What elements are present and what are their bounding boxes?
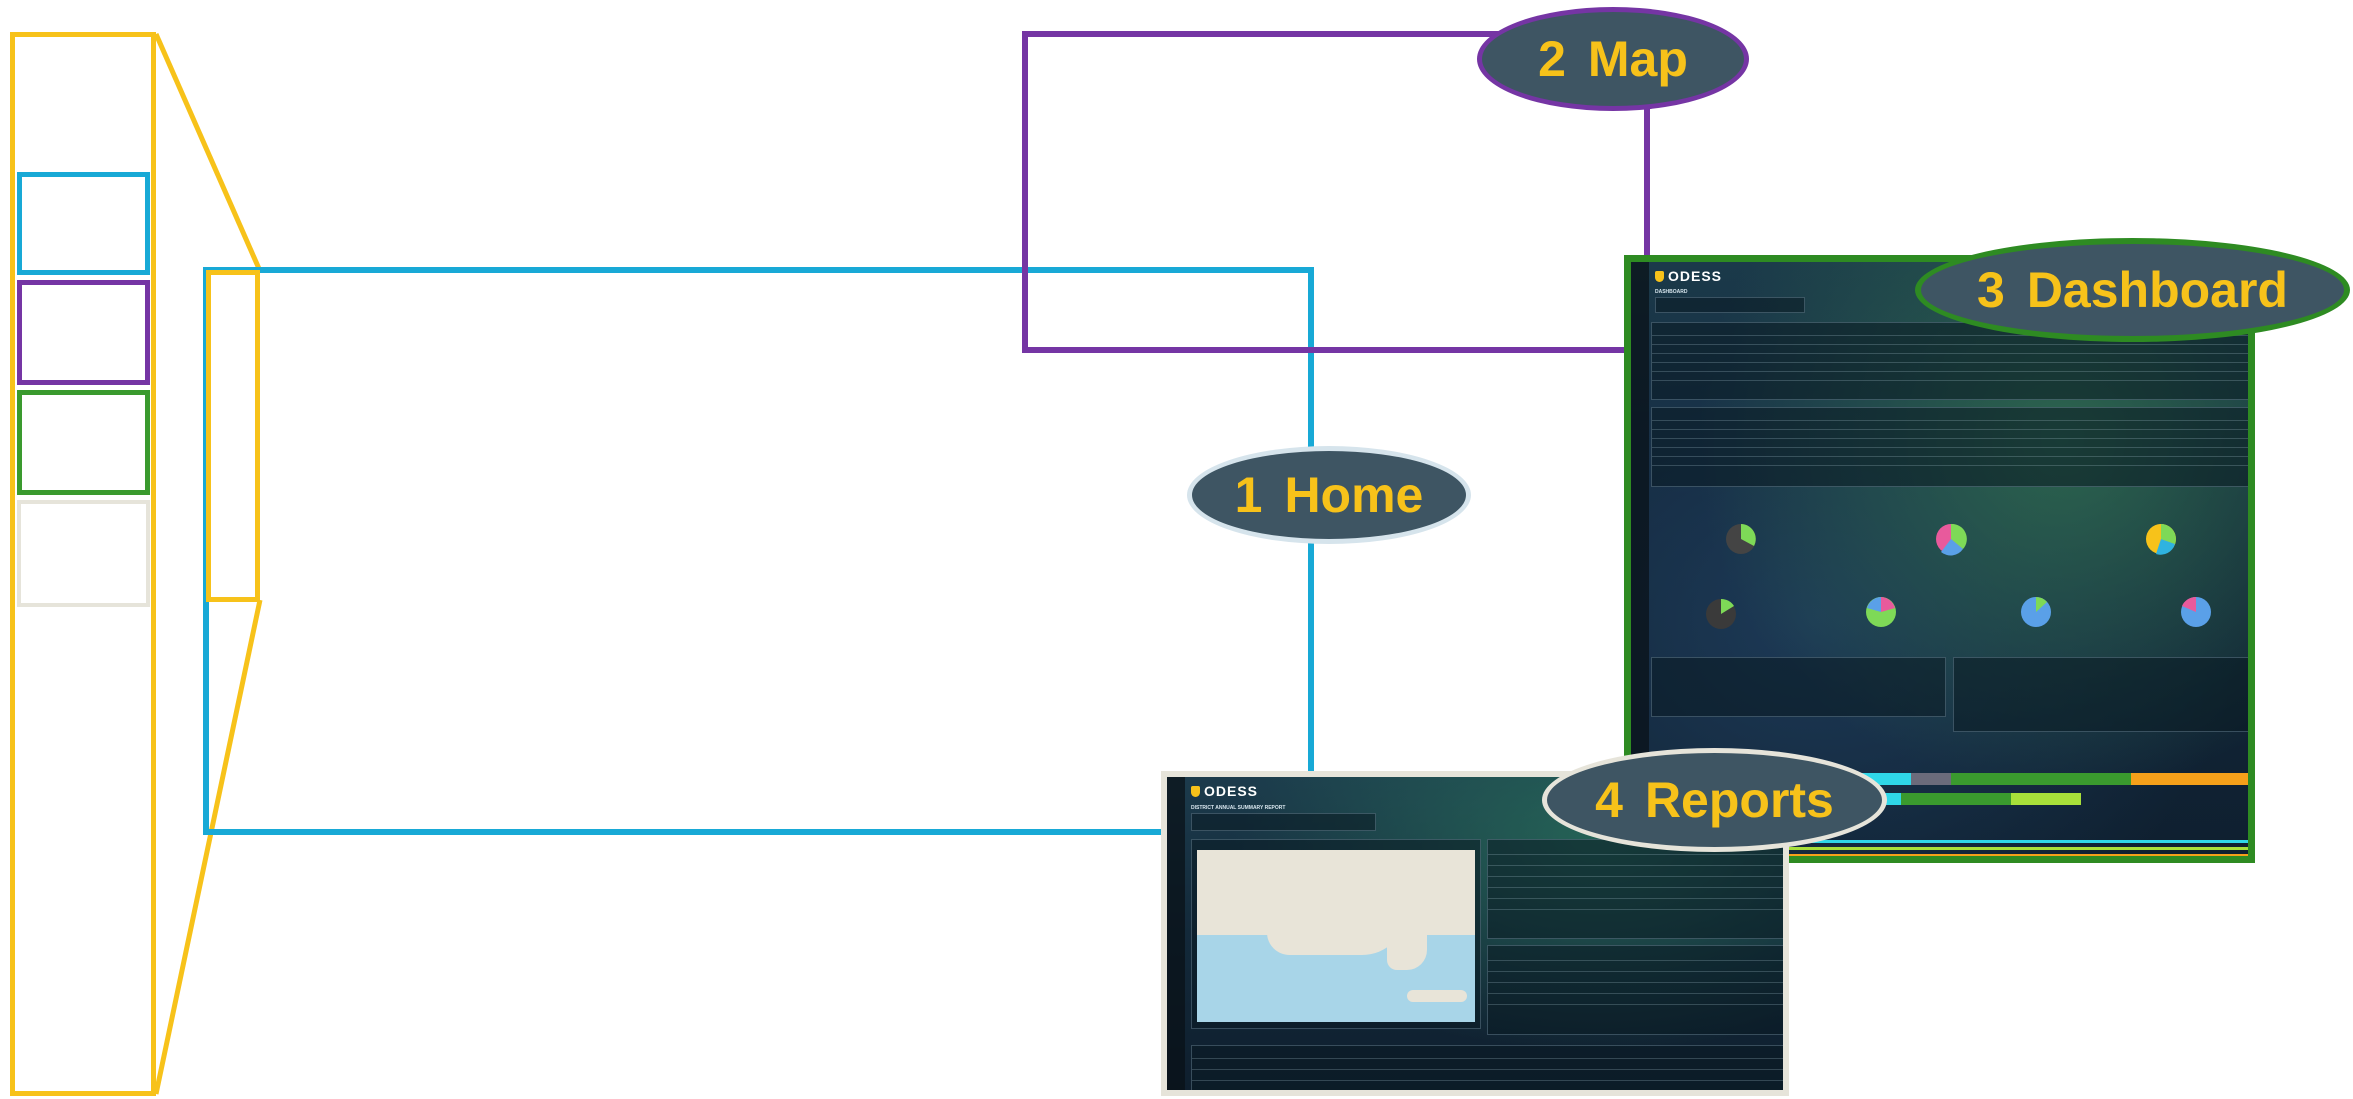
- dashboard-filter-panel[interactable]: [1655, 297, 1805, 313]
- reports-map-panel: [1191, 839, 1481, 1029]
- zoom-line-top: [153, 32, 263, 273]
- label-home-number: 1: [1234, 467, 1263, 523]
- label-map-number: 2: [1538, 31, 1566, 87]
- dashboard-logo: ODESS: [1668, 268, 1723, 284]
- dashboard-header: ODESS: [1655, 268, 1722, 284]
- pie-chart-6: [2021, 597, 2051, 627]
- dashboard-sidebar: [1631, 262, 1649, 856]
- map-frame: [1022, 31, 1650, 353]
- label-reports-number: 4: [1595, 772, 1623, 828]
- label-map: 2 Map: [1477, 7, 1749, 111]
- shield-icon: [1655, 270, 1664, 282]
- label-dashboard: 3 Dashboard: [1915, 238, 2350, 342]
- reports-table-2: [1487, 945, 1783, 1035]
- dashboard-table-2: [1651, 407, 2248, 487]
- sidebar-strip: [10, 32, 156, 1096]
- reports-table-3: [1191, 1045, 1783, 1090]
- sidebar-slot-home[interactable]: [17, 172, 150, 275]
- shield-icon: [1191, 785, 1200, 797]
- reports-sidebar: [1167, 777, 1185, 1090]
- label-dashboard-text: Dashboard: [2026, 262, 2288, 318]
- label-home-text: Home: [1284, 467, 1424, 523]
- label-reports: 4 Reports: [1542, 748, 1887, 852]
- pie-chart-3: [2146, 524, 2176, 555]
- label-reports-text: Reports: [1644, 772, 1834, 828]
- reports-title: DISTRICT ANNUAL SUMMARY REPORT: [1191, 805, 1286, 811]
- reports-header: ODESS: [1191, 783, 1258, 799]
- dashboard-table-4: [1953, 657, 2248, 732]
- sidebar-slot-dashboard[interactable]: [17, 390, 150, 495]
- reports-logo: ODESS: [1204, 783, 1259, 799]
- label-home: 1 Home: [1187, 446, 1471, 544]
- pie-chart-1: [1726, 524, 1756, 554]
- pie-chart-7: [2181, 596, 2211, 627]
- dashboard-table-3: [1651, 657, 1946, 717]
- zoom-line-bottom: [153, 599, 263, 1095]
- pie-chart-2: [1936, 523, 1967, 556]
- label-map-text: Map: [1587, 31, 1688, 87]
- label-dashboard-number: 3: [1977, 262, 2005, 318]
- pie-chart-5: [1866, 597, 1896, 627]
- dashboard-title: DASHBOARD: [1655, 289, 1688, 295]
- reports-filter-panel[interactable]: [1191, 813, 1376, 831]
- pie-chart-4: [1706, 598, 1736, 629]
- reports-table-1: [1487, 839, 1783, 939]
- zoom-region: [206, 270, 260, 602]
- sidebar-slot-reports[interactable]: [17, 500, 150, 607]
- dashboard-pie-charts: [1706, 523, 2211, 629]
- sidebar-slot-map[interactable]: [17, 280, 150, 385]
- reports-map[interactable]: [1197, 850, 1475, 1022]
